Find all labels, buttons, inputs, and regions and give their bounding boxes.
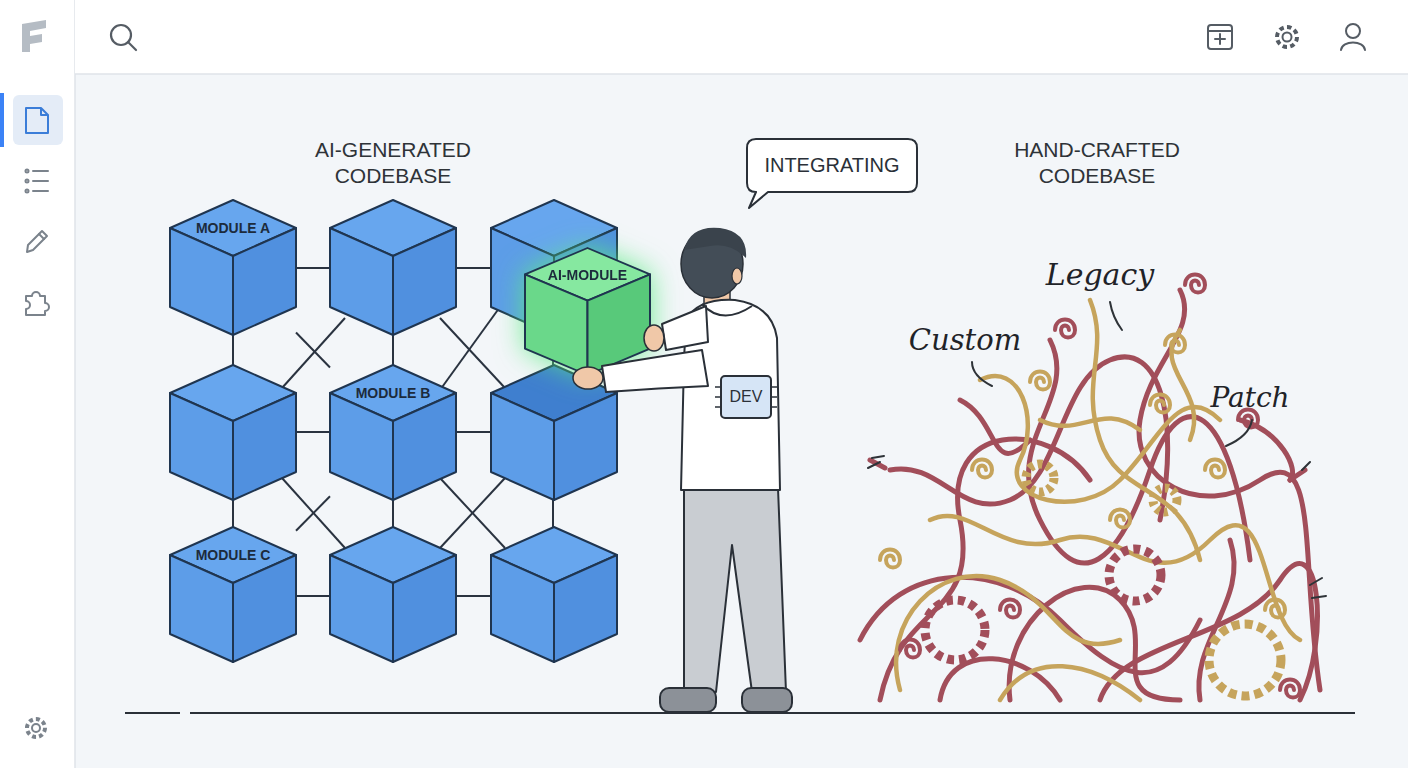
add-icon bbox=[1208, 25, 1232, 49]
patch-text: DEV bbox=[730, 388, 763, 406]
grid-connector bbox=[296, 332, 330, 367]
document-icon bbox=[26, 108, 48, 133]
ground-line bbox=[125, 712, 1355, 714]
tangle-label: Patch bbox=[1195, 380, 1305, 415]
pen-icon bbox=[27, 231, 47, 252]
tangled-code bbox=[860, 275, 1326, 701]
module-cube: MODULE B bbox=[330, 365, 456, 500]
active-indicator bbox=[0, 93, 4, 147]
module-label: MODULE A bbox=[170, 220, 296, 236]
bubble-text: INTEGRATING bbox=[764, 154, 899, 177]
list-icon bbox=[26, 170, 49, 193]
section-heading: AI-GENERATED CODEBASE bbox=[293, 137, 493, 190]
puzzle-icon bbox=[26, 292, 49, 315]
sidebar bbox=[0, 0, 75, 768]
ai-module-cube: AI-MODULE bbox=[525, 248, 650, 375]
active-tab bbox=[13, 95, 63, 145]
dev-patch: DEV bbox=[720, 375, 772, 419]
grid-connector bbox=[296, 496, 330, 530]
tangle-label: Custom bbox=[905, 322, 1025, 358]
user-icon bbox=[1341, 24, 1365, 50]
top-bar bbox=[75, 0, 1408, 74]
module-label: AI-MODULE bbox=[525, 267, 650, 283]
logo-icon bbox=[22, 20, 46, 52]
speech-bubble: INTEGRATING bbox=[746, 138, 918, 193]
gear-icon bbox=[1277, 27, 1297, 47]
search-icon bbox=[111, 25, 136, 50]
tangle-label: Legacy bbox=[1045, 256, 1155, 294]
module-cube: MODULE A bbox=[170, 200, 296, 335]
settings-icon bbox=[27, 719, 45, 737]
module-label: MODULE C bbox=[170, 547, 296, 563]
module-label: MODULE B bbox=[330, 385, 456, 401]
module-cube: MODULE C bbox=[170, 527, 296, 662]
section-heading: HAND-CRAFTED CODEBASE bbox=[997, 137, 1197, 190]
